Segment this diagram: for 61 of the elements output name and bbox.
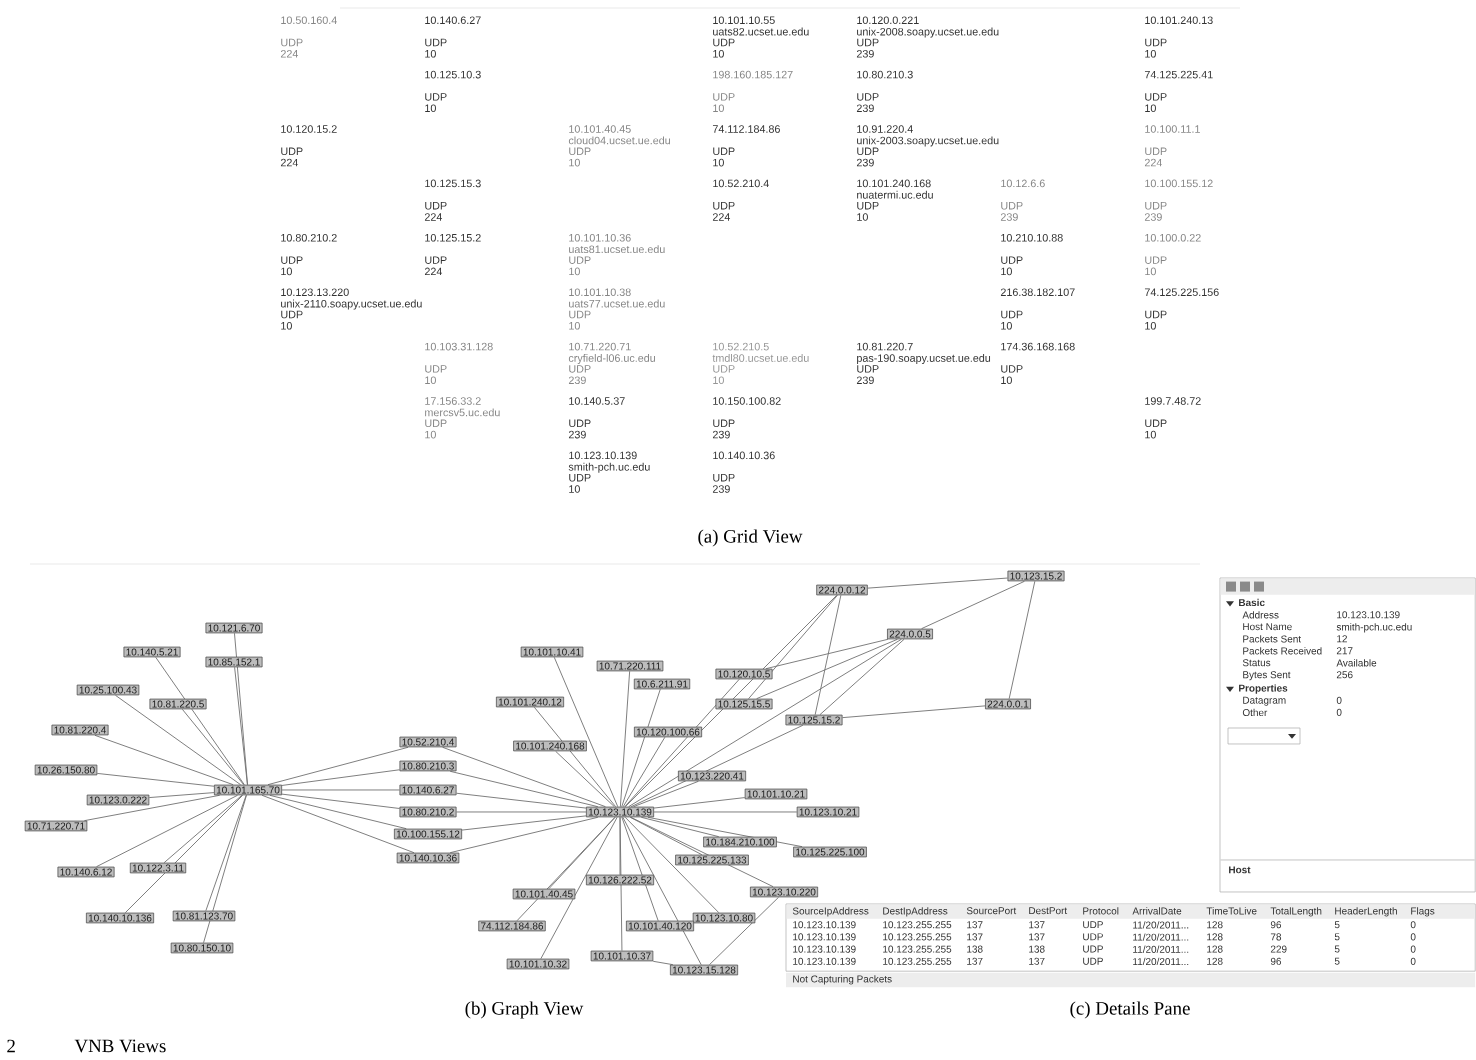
connector-line (640, 816, 720, 838)
connector-line (709, 896, 779, 966)
connector-line (629, 816, 703, 856)
connector-line (533, 706, 617, 808)
connector-line (461, 815, 587, 831)
connector-line (867, 577, 1008, 589)
connector-line (261, 794, 415, 854)
connector-line (624, 594, 838, 808)
connector-line (83, 794, 221, 822)
connector-line (96, 772, 215, 787)
connector-line (442, 746, 606, 808)
connector-line (516, 816, 616, 922)
connector-line (619, 670, 631, 808)
connector-line (621, 816, 659, 922)
section-number: 2 (7, 1039, 15, 1053)
connector-line (181, 708, 245, 786)
connector-line (748, 594, 838, 700)
connector-line (205, 794, 247, 912)
connector-line (155, 656, 245, 786)
connector-line (921, 580, 1025, 630)
connector-line (234, 666, 248, 786)
connector-line (449, 770, 599, 808)
connector-line (624, 678, 740, 808)
connector-line (842, 705, 986, 719)
connector-line (756, 638, 898, 700)
connector-line (619, 816, 623, 952)
connector-line (203, 794, 247, 944)
subcaption: (a) Grid View (698, 529, 803, 547)
subcaption: (c) Details Pane (1070, 1001, 1190, 1019)
connector-line (540, 816, 618, 960)
connector-line (555, 750, 615, 808)
connector-line (653, 811, 798, 813)
connector-line (619, 816, 621, 876)
connector-line (633, 780, 699, 808)
connector-line (124, 794, 244, 914)
connector-line (1008, 580, 1036, 700)
connector-line (622, 736, 666, 808)
connector-line (814, 594, 842, 716)
connector-line (148, 792, 215, 799)
connector-line (94, 734, 234, 786)
connector-line (281, 793, 400, 809)
connector-line (115, 694, 241, 786)
connector-line (621, 688, 661, 808)
connector-line (819, 638, 905, 716)
connector-line (456, 792, 587, 809)
connector-line (281, 769, 400, 786)
connector-line (269, 794, 407, 830)
connector-line (267, 746, 409, 786)
connector-line (96, 794, 238, 868)
subcaption: (b) Graph View (465, 1001, 584, 1019)
connector-line (553, 656, 619, 808)
connector-line (653, 797, 746, 809)
connector-line (449, 816, 599, 854)
connector-line (628, 638, 902, 808)
section-title: VNB Views (74, 1039, 166, 1053)
connector-line (624, 816, 720, 914)
connector-line (281, 789, 400, 791)
connector-line (163, 794, 243, 864)
connector-line (622, 816, 702, 966)
connector-line (456, 811, 587, 813)
connector-line (765, 638, 889, 670)
